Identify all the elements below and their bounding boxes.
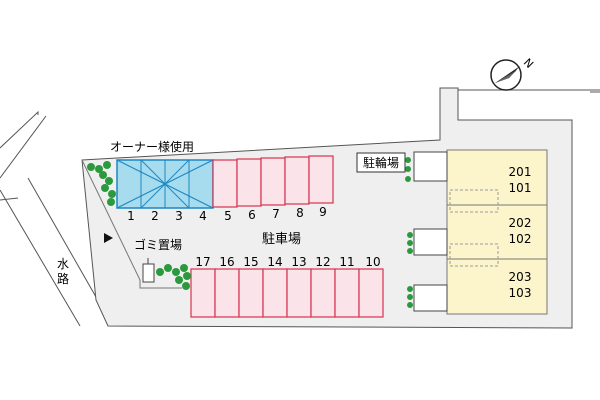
unit-upper: 202	[509, 216, 532, 230]
space-number: 8	[296, 206, 304, 220]
space-number: 5	[224, 209, 232, 223]
unit-numbers: 201 101 202 102 203 103	[509, 165, 532, 300]
bicycle-parking-label: 駐輪場	[363, 155, 399, 170]
space-number: 9	[319, 205, 327, 219]
space-number: 6	[248, 208, 256, 222]
top-space-numbers: 5 6 7 8 9	[224, 205, 327, 223]
unit-lower: 102	[509, 232, 532, 246]
entry-boxes	[413, 151, 448, 312]
unit-upper: 201	[509, 165, 532, 179]
space-number: 2	[151, 209, 159, 223]
space-number: 17	[195, 255, 210, 269]
garbage-box	[142, 263, 155, 283]
building	[446, 149, 548, 315]
space-number: 16	[219, 255, 234, 269]
unit-lower: 101	[509, 181, 532, 195]
space-number: 15	[243, 255, 258, 269]
bottom-parking-row	[190, 268, 384, 318]
space-number: 7	[272, 207, 280, 221]
compass-icon	[490, 59, 522, 91]
owner-space-numbers: 1 2 3 4	[127, 209, 207, 223]
owner-parking	[116, 159, 214, 209]
space-number: 12	[315, 255, 330, 269]
trees	[87, 157, 413, 308]
waterway-label-2: 路	[57, 271, 69, 286]
entrance-arrow	[104, 233, 113, 243]
unit-upper: 203	[509, 270, 532, 284]
parking-label: 駐車場	[262, 232, 301, 247]
owner-use-label: オーナー様使用	[110, 139, 194, 154]
space-number: 10	[365, 255, 380, 269]
bicycle-parking-tag: 駐輪場	[356, 152, 406, 173]
space-number: 3	[175, 209, 183, 223]
space-number: 14	[267, 255, 282, 269]
space-number: 4	[199, 209, 207, 223]
bottom-space-numbers: 17 16 15 14 13 12 11 10	[195, 255, 380, 269]
space-number: 11	[339, 255, 354, 269]
lot-notch	[81, 159, 182, 289]
waterway-label-1: 水	[57, 257, 69, 271]
garbage-label: ゴミ置場	[134, 237, 182, 252]
space-number: 1	[127, 209, 135, 223]
unit-lower: 103	[509, 286, 532, 300]
space-number: 13	[291, 255, 306, 269]
compass-label: N	[521, 56, 536, 71]
top-parking-row	[212, 155, 334, 208]
